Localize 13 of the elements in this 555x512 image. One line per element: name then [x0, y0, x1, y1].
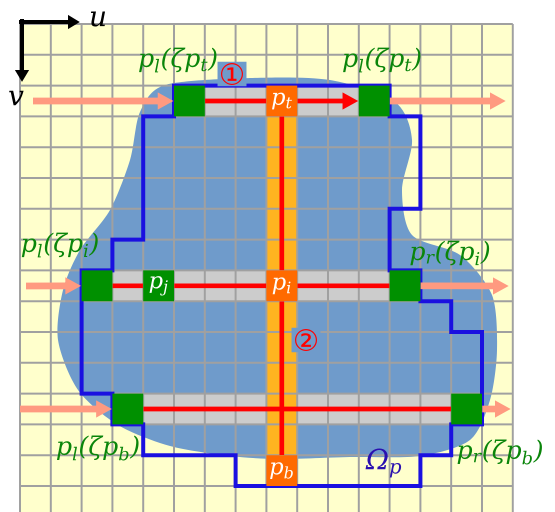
labeled-cell: p$_{i}$: [266, 270, 298, 302]
labeled-cell: p$_{t}$: [266, 86, 298, 116]
edge-label: ②: [292, 328, 320, 352]
axis-label: u: [90, 12, 106, 26]
node-label: p$_{l}$(ζp$_{b}$): [56, 436, 139, 461]
node-label: p$_{l}$(ζp$_{t}$): [139, 48, 216, 72]
axis-label: v: [9, 90, 24, 106]
labeled-cell: p$_{b}$: [266, 455, 298, 486]
labeled-cell: p$_{j}$: [143, 270, 174, 302]
edge-label: ①: [218, 62, 246, 86]
node-label: p$_{l}$(ζp$_{i}$): [22, 232, 98, 258]
node-label: p$_{l}$(ζp$_{t}$): [343, 48, 420, 72]
node-label: p$_{r}$(ζp$_{b}$): [458, 440, 542, 465]
